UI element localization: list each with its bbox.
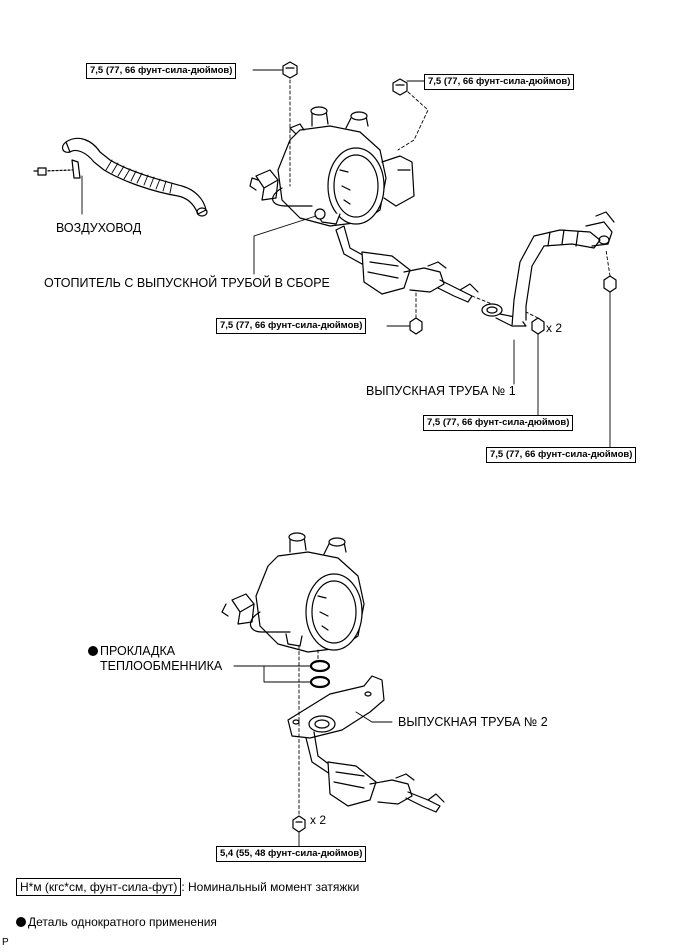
torque-spec-top-left: 7,5 (77, 66 фунт-сила-дюймов)	[86, 63, 237, 79]
multiplier-bottom: x 2	[310, 813, 327, 827]
exhaust-pipe-1-part	[335, 211, 615, 327]
torque-spec-top-right: 7,5 (77, 66 фунт-сила-дюймов)	[424, 74, 575, 90]
assembly-lines-bottom	[298, 645, 319, 817]
legend-torque-text: : Номинальный момент затяжки	[181, 880, 360, 894]
gasket-label-line2: ТЕПЛООБМЕННИКА	[100, 659, 223, 673]
legend-dot-icon	[16, 917, 26, 927]
multiplier-top: x 2	[546, 321, 563, 335]
corner-mark: P	[2, 937, 9, 948]
legend-single-use-text: Деталь однократного применения	[28, 915, 217, 929]
legend-single-use: Деталь однократного применения	[16, 916, 217, 928]
nut-icons-bottom	[292, 815, 306, 833]
single-use-dot-icon	[88, 646, 98, 656]
legend-torque: Н*м (кгс*см, фунт-сила-фут): Номинальный…	[16, 878, 359, 896]
torque-spec-mid-right-1: 7,5 (77, 66 фунт-сила-дюймов)	[423, 415, 574, 431]
torque-spec-mid-right-2: 7,5 (77, 66 фунт-сила-дюймов)	[486, 447, 637, 463]
air-duct-label: ВОЗДУХОВОД	[56, 221, 142, 235]
nut-icons-top	[282, 61, 617, 335]
exhaust-pipe-2-label: ВЫПУСКНАЯ ТРУБА № 2	[398, 715, 548, 729]
exhaust-pipe-2-part	[287, 675, 445, 813]
legend-torque-key: Н*м (кгс*см, фунт-сила-фут)	[16, 878, 182, 896]
air-duct-part	[33, 137, 208, 217]
torque-spec-bottom: 5,4 (55, 48 фунт-сила-дюймов)	[216, 846, 367, 862]
heater-unit-bottom	[221, 532, 365, 653]
leader-lines-top	[81, 69, 611, 449]
exhaust-pipe-1-label: ВЫПУСКНАЯ ТРУБА № 1	[366, 384, 516, 398]
assembly-lines-top	[289, 79, 611, 319]
heater-assembly-label: ОТОПИТЕЛЬ С ВЫПУСКНОЙ ТРУБОЙ В СБОРЕ	[44, 276, 330, 290]
gasket-rings	[309, 659, 331, 689]
torque-spec-mid-left: 7,5 (77, 66 фунт-сила-дюймов)	[216, 318, 367, 334]
gasket-label: ПРОКЛАДКА	[88, 645, 175, 658]
heater-unit-top	[249, 106, 415, 227]
leader-lines-bottom	[233, 665, 393, 847]
gasket-label-line1: ПРОКЛАДКА	[100, 644, 176, 658]
